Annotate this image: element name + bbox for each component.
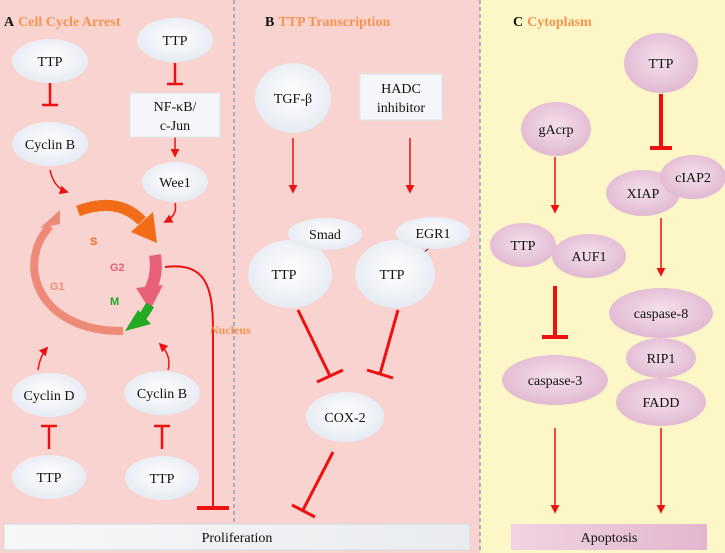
node-caspase8: caspase-8 — [609, 288, 713, 338]
s-phase-label: S — [90, 236, 97, 248]
svg-text:AUF1: AUF1 — [571, 250, 606, 265]
node-rip1: RIP1 — [626, 338, 696, 378]
svg-text:Cyclin D: Cyclin D — [24, 389, 75, 404]
node-ttp-c2: TTP — [490, 223, 556, 267]
svg-text:TTP: TTP — [163, 34, 188, 49]
node-tgf-beta: TGF-β — [255, 63, 331, 133]
nucleus-label: Nucleus — [210, 323, 251, 337]
node-ciap2: cIAP2 — [660, 155, 725, 199]
node-ttp-c1: TTP — [624, 33, 698, 93]
cytoplasm-background — [480, 0, 725, 553]
node-cox2: COX-2 — [306, 392, 384, 442]
svg-text:caspase-3: caspase-3 — [528, 374, 582, 389]
node-nfkb-cjun: NF-κB/ c-Jun — [129, 92, 221, 138]
svg-text:HADC: HADC — [381, 82, 421, 97]
svg-text:FADD: FADD — [642, 396, 679, 411]
g1-phase-label: G1 — [50, 281, 65, 293]
node-egr1: EGR1 — [396, 217, 470, 249]
svg-text:Cyclin B: Cyclin B — [25, 138, 75, 153]
svg-text:cIAP2: cIAP2 — [675, 171, 711, 186]
svg-text:NF-κB/: NF-κB/ — [154, 100, 197, 115]
node-ttp-b1: TTP — [248, 240, 332, 308]
node-wee1: Wee1 — [142, 162, 208, 202]
svg-text:inhibitor: inhibitor — [377, 101, 426, 116]
g1-phase-arrowhead — [40, 210, 60, 228]
g2-phase-label: G2 — [110, 262, 125, 274]
svg-text:TTP: TTP — [38, 55, 63, 70]
node-ttp-a4: TTP — [125, 456, 199, 500]
s-phase-arrowhead — [131, 212, 157, 243]
node-ttp-b2: TTP — [355, 240, 435, 308]
svg-text:XIAP: XIAP — [627, 187, 660, 202]
svg-text:TTP: TTP — [380, 268, 405, 283]
svg-text:c-Jun: c-Jun — [160, 119, 190, 134]
node-gacrp: gAcrp — [521, 102, 591, 156]
svg-text:TGF-β: TGF-β — [274, 92, 312, 107]
svg-text:RIP1: RIP1 — [647, 352, 676, 367]
svg-text:EGR1: EGR1 — [416, 227, 451, 242]
g1-phase-arrow — [30, 223, 124, 336]
node-cyclin-d: Cyclin D — [12, 373, 86, 417]
svg-text:TTP: TTP — [511, 239, 536, 254]
proliferation-outcome: Proliferation — [3, 523, 471, 551]
m-phase-label: M — [110, 296, 119, 308]
svg-text:Cyclin B: Cyclin B — [137, 387, 187, 402]
svg-text:caspase-8: caspase-8 — [634, 307, 688, 322]
svg-text:gAcrp: gAcrp — [539, 123, 574, 138]
node-smad: Smad — [288, 218, 362, 250]
svg-text:TTP: TTP — [272, 268, 297, 283]
svg-text:Smad: Smad — [309, 228, 341, 243]
apoptosis-outcome: Apoptosis — [511, 524, 707, 550]
svg-text:TTP: TTP — [649, 57, 674, 72]
node-fadd: FADD — [616, 378, 706, 426]
svg-text:TTP: TTP — [150, 472, 175, 487]
svg-text:COX-2: COX-2 — [324, 411, 365, 426]
node-caspase3: caspase-3 — [502, 355, 608, 405]
svg-text:Apoptosis: Apoptosis — [581, 531, 638, 546]
svg-text:Wee1: Wee1 — [159, 176, 191, 191]
node-hadc-inhibitor: HADC inhibitor — [359, 73, 443, 121]
node-ttp-a1: TTP — [12, 39, 88, 83]
svg-text:TTP: TTP — [37, 471, 62, 486]
node-auf1: AUF1 — [552, 234, 626, 278]
node-cyclin-b-top: Cyclin B — [12, 122, 88, 166]
m-phase-arrowhead — [125, 310, 151, 331]
node-ttp-a3: TTP — [12, 455, 86, 499]
g2-to-proliferation-line — [164, 265, 214, 508]
svg-text:Proliferation: Proliferation — [202, 531, 273, 546]
node-ttp-a2: TTP — [137, 18, 213, 62]
g2-phase-arrow — [144, 254, 162, 293]
node-cyclin-b-bottom: Cyclin B — [124, 371, 200, 415]
s-phase-arrow — [76, 199, 146, 226]
g2-phase-arrowhead — [136, 285, 163, 310]
